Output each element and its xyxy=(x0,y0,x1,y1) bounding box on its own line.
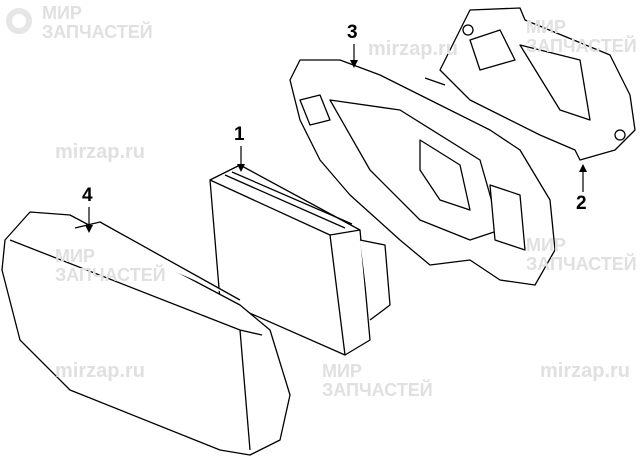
arrow-icon xyxy=(85,225,93,233)
watermark-text: ЗАПЧАСТЕЙ xyxy=(55,265,166,285)
watermark-url: mirzap.ru xyxy=(55,141,146,163)
mounting-bracket xyxy=(424,7,636,161)
module-holder xyxy=(289,59,556,286)
watermark-text: ЗАПЧАСТЕЙ xyxy=(526,254,637,274)
watermark-url: mirzap.ru xyxy=(55,360,146,382)
watermark-text: МИР xyxy=(526,17,566,37)
watermark-url: mirzap.ru xyxy=(368,38,459,60)
watermark-url: mirzap.ru xyxy=(540,360,631,382)
watermark-text: МИР xyxy=(42,3,82,23)
watermark-text: МИР xyxy=(55,246,95,266)
watermark-text: МИР xyxy=(322,361,362,381)
control-module xyxy=(209,164,391,356)
watermark-text: ЗАПЧАСТЕЙ xyxy=(322,380,433,400)
watermark-text: ЗАПЧАСТЕЙ xyxy=(42,22,153,42)
arrow-icon xyxy=(237,164,245,172)
callout-4: 4 xyxy=(82,185,93,206)
arrow-icon xyxy=(350,60,358,68)
cover xyxy=(1,211,291,456)
callout-2: 2 xyxy=(576,193,587,214)
watermark-text: ЗАПЧАСТЕЙ xyxy=(526,36,637,56)
arrowheads xyxy=(85,60,587,233)
pin-icon xyxy=(6,8,32,34)
callout-1: 1 xyxy=(234,124,245,145)
arrow-icon xyxy=(579,164,587,172)
callout-3: 3 xyxy=(347,22,358,43)
watermark-text: МИР xyxy=(526,235,566,255)
